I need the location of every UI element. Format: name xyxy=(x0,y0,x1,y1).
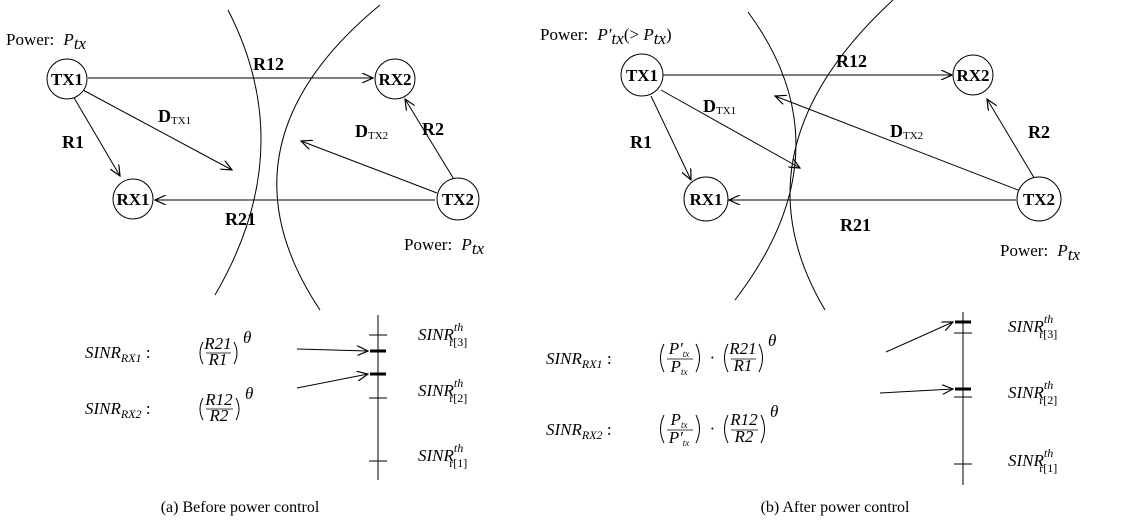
label-r12: R12 xyxy=(253,54,284,74)
range-arc-tx1-b xyxy=(734,11,797,301)
svg-text:θ: θ xyxy=(245,384,253,403)
svg-text:RX1: RX1 xyxy=(689,190,722,209)
arrow-rx2-b xyxy=(879,389,953,393)
node-tx2: TX2 xyxy=(436,177,480,221)
svg-text:R2: R2 xyxy=(209,406,229,425)
label-d-tx2: DTX2 xyxy=(355,121,388,142)
arrow-rx2 xyxy=(296,374,368,389)
link-r1 xyxy=(72,95,120,176)
caption-b: (b) After power control xyxy=(761,499,910,516)
panel-b: Power: P′tx(> Ptx) Power: Ptx TX1 RX2 RX… xyxy=(540,0,1081,516)
svg-text:SINRRX1 :: SINRRX1 : xyxy=(546,349,612,371)
range-arc-tx2-b xyxy=(789,0,894,311)
svg-text:·: · xyxy=(710,348,714,367)
svg-text:TX1: TX1 xyxy=(51,70,83,89)
sinr-rx2-formula-b: SINRRX2 : Ptx P′tx · R12 R2 θ xyxy=(546,402,778,448)
arrow-rx1-b xyxy=(885,322,953,353)
link-d-tx2-b xyxy=(775,96,1019,191)
svg-text:R1: R1 xyxy=(208,350,228,369)
node-rx1: RX1 xyxy=(112,178,154,220)
label-d-tx1: DTX1 xyxy=(158,106,191,127)
svg-text:·: · xyxy=(710,419,714,438)
sinr-threshold-axis xyxy=(296,315,387,480)
sinr-rx1-formula: SINRRX1 : R21 R1 θ xyxy=(85,328,251,369)
label-r2: R2 xyxy=(422,119,444,139)
sinr-rx1-formula-b: SINRRX1 : P′tx Ptx · R21 R1 θ xyxy=(546,331,776,377)
node-tx2-b: TX2 xyxy=(1016,176,1062,222)
svg-text:SINRRX2 :: SINRRX2 : xyxy=(546,420,612,442)
node-tx1-b: TX1 xyxy=(620,53,664,97)
label-r12-b: R12 xyxy=(836,51,867,71)
svg-text:RX2: RX2 xyxy=(378,70,411,89)
label-d-tx2-b: DTX2 xyxy=(890,121,923,142)
label-r21: R21 xyxy=(225,209,256,229)
power-tx1-label: Power: Ptx xyxy=(6,30,87,53)
panel-a: Power: Ptx Power: Ptx TX1 RX2 RX1 TX2 xyxy=(6,4,485,516)
label-r1: R1 xyxy=(62,132,84,152)
sinr-threshold-axis-b xyxy=(879,312,972,485)
label-r1-b: R1 xyxy=(630,132,652,152)
power-tx2-label-b: Power: Ptx xyxy=(1000,241,1081,264)
node-rx2: RX2 xyxy=(374,58,416,100)
svg-text:TX1: TX1 xyxy=(626,66,658,85)
svg-text:TX2: TX2 xyxy=(1023,190,1055,209)
node-tx1: TX1 xyxy=(46,58,88,100)
label-r2-b: R2 xyxy=(1028,122,1050,142)
link-d-tx1-b xyxy=(660,89,800,168)
svg-text:R2: R2 xyxy=(734,427,754,446)
svg-text:R12: R12 xyxy=(729,410,758,429)
svg-text:TX2: TX2 xyxy=(442,190,474,209)
svg-text:R12: R12 xyxy=(204,390,233,409)
power-tx2-label: Power: Ptx xyxy=(404,235,485,258)
caption-a: (a) Before power control xyxy=(161,499,320,516)
power-tx1-label-b: Power: P′tx(> Ptx) xyxy=(540,25,672,48)
node-rx2-b: RX2 xyxy=(952,54,994,96)
svg-text:θ: θ xyxy=(243,328,251,347)
svg-text:P′tx: P′tx xyxy=(668,339,690,359)
svg-text:R21: R21 xyxy=(203,334,231,353)
svg-text:θ: θ xyxy=(770,402,778,421)
svg-text:Ptx: Ptx xyxy=(670,410,688,430)
label-d-tx1-b: DTX1 xyxy=(703,96,736,117)
link-r2-b xyxy=(987,99,1037,182)
link-d-tx2 xyxy=(301,141,438,194)
link-r2 xyxy=(405,99,456,182)
label-r21-b: R21 xyxy=(840,215,871,235)
link-d-tx1 xyxy=(82,89,232,170)
range-arc-tx2 xyxy=(276,4,381,311)
sinr-rx2-formula: SINRRX2 : R12 R2 θ xyxy=(85,384,253,425)
arrow-rx1 xyxy=(296,349,368,351)
node-rx1-b: RX1 xyxy=(683,176,729,222)
svg-text:θ: θ xyxy=(768,331,776,350)
svg-text:R21: R21 xyxy=(728,339,756,358)
svg-text:RX1: RX1 xyxy=(116,190,149,209)
link-r1-b xyxy=(650,95,691,180)
range-arc-tx1 xyxy=(214,9,262,296)
svg-text:SINRRX1 :: SINRRX1 : xyxy=(85,343,151,365)
svg-text:RX2: RX2 xyxy=(956,66,989,85)
svg-text:P′tx: P′tx xyxy=(668,428,690,448)
svg-text:Ptx: Ptx xyxy=(670,357,688,377)
svg-text:SINRRX2 :: SINRRX2 : xyxy=(85,399,151,421)
svg-text:R1: R1 xyxy=(733,356,753,375)
